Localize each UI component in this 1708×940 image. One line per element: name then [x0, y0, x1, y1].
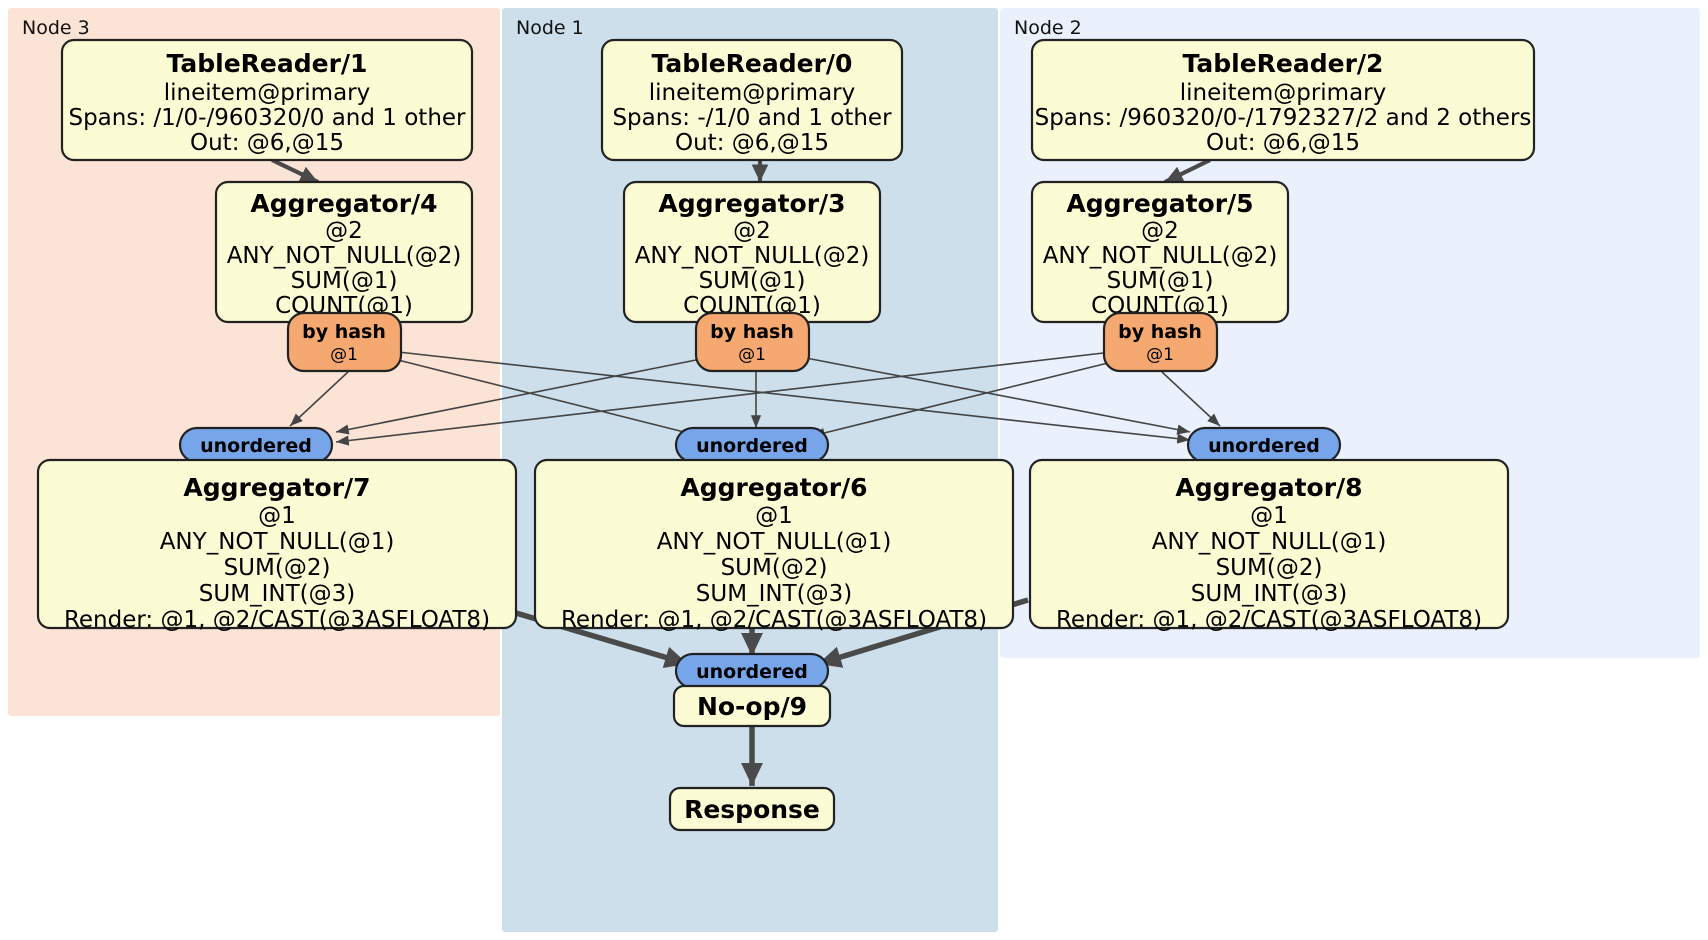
edge-hashR-unorderedL [335, 351, 1113, 446]
badge-by-hash-center[interactable]: by hash @1 [694, 311, 811, 373]
node-aggregator-3-title: Aggregator/3 [658, 189, 845, 218]
node-aggregator-3-line-0: @2 [733, 218, 771, 244]
badge-unordered-right-label: unordered [1208, 435, 1320, 457]
node-table-reader-1-line-2: Out: @6,@15 [190, 130, 344, 156]
badge-by-hash-left-label: by hash [302, 321, 386, 343]
edge-tr1-agg4 [271, 158, 319, 184]
badge-unordered-center-label: unordered [696, 435, 808, 457]
node-table-reader-2[interactable]: TableReader/2 lineitem@primary Spans: /9… [1030, 38, 1536, 162]
node-table-reader-0-line-1: Spans: -/1/0 and 1 other [612, 105, 892, 131]
node-aggregator-7[interactable]: Aggregator/7 @1 ANY_NOT_NULL(@1) SUM(@2)… [36, 458, 518, 633]
node-aggregator-4-title: Aggregator/4 [250, 189, 437, 218]
node-response-title: Response [684, 795, 820, 824]
badge-by-hash-right[interactable]: by hash @1 [1102, 311, 1219, 373]
node-table-reader-1[interactable]: TableReader/1 lineitem@primary Spans: /1… [60, 38, 474, 162]
edge-tr2-agg5 [1164, 158, 1211, 184]
node-aggregator-8-box[interactable] [1028, 458, 1510, 630]
node-aggregator-7-title: Aggregator/7 [183, 473, 370, 502]
panel-node2-label: Node 2 [1014, 17, 1082, 39]
badge-by-hash-left-shape[interactable] [286, 311, 403, 373]
node-aggregator-5-line-0: @2 [1141, 218, 1179, 244]
node-aggregator-5-line-2: SUM(@1) [1107, 268, 1214, 294]
node-table-reader-2-title: TableReader/2 [1183, 49, 1384, 78]
badge-unordered-left[interactable]: unordered [178, 426, 334, 464]
node-aggregator-6[interactable]: Aggregator/6 @1 ANY_NOT_NULL(@1) SUM(@2)… [533, 458, 1015, 633]
node-aggregator-5[interactable]: Aggregator/5 @2 ANY_NOT_NULL(@2) SUM(@1)… [1030, 180, 1290, 324]
node-aggregator-8-line-2: SUM(@2) [1216, 555, 1323, 581]
node-table-reader-1-line-1: Spans: /1/0-/960320/0 and 1 other [68, 105, 466, 131]
badge-by-hash-right-shape[interactable] [1102, 311, 1219, 373]
node-aggregator-8-line-3: SUM_INT(@3) [1191, 581, 1347, 607]
badge-unordered-right[interactable]: unordered [1186, 426, 1342, 464]
edge-hashC-unorderedL [335, 357, 707, 435]
node-table-reader-2-line-0: lineitem@primary [1180, 80, 1386, 106]
node-aggregator-8[interactable]: Aggregator/8 @1 ANY_NOT_NULL(@1) SUM(@2)… [1028, 458, 1510, 633]
panel-node1-label: Node 1 [516, 17, 584, 39]
node-table-reader-0-line-2: Out: @6,@15 [675, 130, 829, 156]
node-aggregator-4-line-1: ANY_NOT_NULL(@2) [227, 243, 462, 269]
node-aggregator-3-line-1: ANY_NOT_NULL(@2) [635, 243, 870, 269]
node-response[interactable]: Response [668, 786, 836, 832]
node-aggregator-8-line-1: ANY_NOT_NULL(@1) [1152, 529, 1387, 555]
node-noop-9-title: No-op/9 [697, 692, 807, 721]
node-aggregator-6-line-0: @1 [755, 503, 793, 529]
node-response-box[interactable] [668, 786, 836, 832]
badge-by-hash-right-sub: @1 [1146, 345, 1174, 365]
badge-by-hash-left-sub: @1 [330, 345, 358, 365]
node-noop-9-box[interactable] [672, 684, 832, 728]
node-aggregator-6-box[interactable] [533, 458, 1015, 630]
edge-hashR-unorderedR [1161, 371, 1221, 427]
node-aggregator-6-line-3: SUM_INT(@3) [696, 581, 852, 607]
node-aggregator-8-line-0: @1 [1250, 503, 1288, 529]
node-aggregator-4[interactable]: Aggregator/4 @2 ANY_NOT_NULL(@2) SUM(@1)… [214, 180, 474, 324]
node-aggregator-3[interactable]: Aggregator/3 @2 ANY_NOT_NULL(@2) SUM(@1)… [622, 180, 882, 324]
node-aggregator-5-title: Aggregator/5 [1066, 189, 1253, 218]
node-table-reader-1-line-0: lineitem@primary [164, 80, 370, 106]
edge-hashL-unorderedR [397, 351, 1191, 444]
node-aggregator-6-title: Aggregator/6 [680, 473, 867, 502]
node-aggregator-4-line-2: SUM(@1) [291, 268, 398, 294]
node-aggregator-7-box[interactable] [36, 458, 518, 630]
badge-by-hash-center-shape[interactable] [694, 311, 811, 373]
node-table-reader-2-line-1: Spans: /960320/0-/1792327/2 and 2 others [1035, 105, 1532, 131]
node-aggregator-7-line-0: @1 [258, 503, 296, 529]
badge-unordered-final[interactable]: unordered [674, 652, 830, 690]
badge-by-hash-right-label: by hash [1118, 321, 1202, 343]
node-table-reader-0[interactable]: TableReader/0 lineitem@primary Spans: -/… [600, 38, 904, 162]
node-table-reader-0-box[interactable] [600, 38, 904, 162]
node-aggregator-6-line-1: ANY_NOT_NULL(@1) [657, 529, 892, 555]
badge-by-hash-center-label: by hash [710, 321, 794, 343]
badge-unordered-center[interactable]: unordered [674, 426, 830, 464]
node-aggregator-6-line-2: SUM(@2) [721, 555, 828, 581]
node-aggregator-7-line-1: ANY_NOT_NULL(@1) [160, 529, 395, 555]
edge-hashC-unorderedR [805, 357, 1191, 435]
node-aggregator-8-title: Aggregator/8 [1175, 473, 1362, 502]
edge-hashR-unorderedC [811, 361, 1113, 438]
badge-unordered-final-label: unordered [696, 661, 808, 683]
edge-hashL-unorderedC [397, 359, 701, 438]
node-table-reader-2-box[interactable] [1030, 38, 1536, 162]
node-aggregator-7-line-4: Render: @1, @2/CAST(@3ASFLOAT8) [64, 607, 490, 633]
node-aggregator-6-line-4: Render: @1, @2/CAST(@3ASFLOAT8) [561, 607, 987, 633]
node-table-reader-2-line-2: Out: @6,@15 [1206, 130, 1360, 156]
node-aggregator-8-line-4: Render: @1, @2/CAST(@3ASFLOAT8) [1056, 607, 1482, 633]
node-aggregator-5-line-1: ANY_NOT_NULL(@2) [1043, 243, 1278, 269]
node-table-reader-1-title: TableReader/1 [167, 49, 368, 78]
panel-node3-label: Node 3 [22, 17, 90, 39]
node-table-reader-0-title: TableReader/0 [652, 49, 853, 78]
node-noop-9[interactable]: No-op/9 [672, 684, 832, 728]
node-aggregator-4-line-0: @2 [325, 218, 363, 244]
node-aggregator-7-line-3: SUM_INT(@3) [199, 581, 355, 607]
badge-unordered-left-label: unordered [200, 435, 312, 457]
node-table-reader-0-line-0: lineitem@primary [649, 80, 855, 106]
node-table-reader-1-box[interactable] [60, 38, 474, 162]
node-aggregator-7-line-2: SUM(@2) [224, 555, 331, 581]
edge-hashL-unorderedL [289, 371, 349, 427]
badge-by-hash-left[interactable]: by hash @1 [286, 311, 403, 373]
badge-by-hash-center-sub: @1 [738, 345, 766, 365]
node-aggregator-3-line-2: SUM(@1) [699, 268, 806, 294]
